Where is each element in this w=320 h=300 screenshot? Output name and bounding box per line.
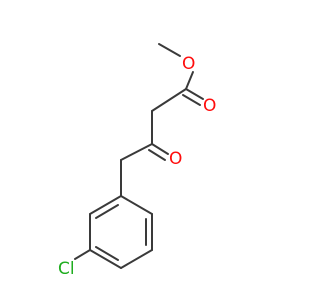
ring-bond-3: [120, 249, 153, 269]
ketone-oxygen-label: O: [169, 149, 182, 169]
structure-svg: O O O Cl: [58, 43, 216, 279]
ring-bond-1: [120, 195, 153, 215]
chlorine-label: Cl: [58, 259, 75, 279]
bond-carbonyl-ch2: [151, 88, 187, 112]
bond-group: [74, 43, 204, 269]
bond-ester-carbonyl-double-b: [182, 94, 201, 106]
bond-ester-carbonyl-double-a: [185, 88, 204, 100]
ring-bond-4: [89, 249, 122, 269]
ring-inner-double-3: [95, 204, 119, 219]
bond-ketone-benzylic: [120, 143, 153, 161]
bond-ester-oxygen-carbonyl: [185, 71, 194, 90]
bond-methyl-ester-oxygen: [158, 43, 181, 57]
bond-ring-chlorine: [74, 249, 91, 260]
ring-inner-double-2: [95, 246, 119, 261]
ester-carbonyl-oxygen-label: O: [203, 96, 216, 116]
molecule-diagram: O O O Cl: [58, 43, 217, 279]
ring-bond-6: [89, 195, 122, 215]
ester-oxygen-label: O: [182, 54, 195, 74]
bond-ketone-double-b: [148, 149, 166, 161]
bond-ketone-double-a: [151, 143, 169, 155]
